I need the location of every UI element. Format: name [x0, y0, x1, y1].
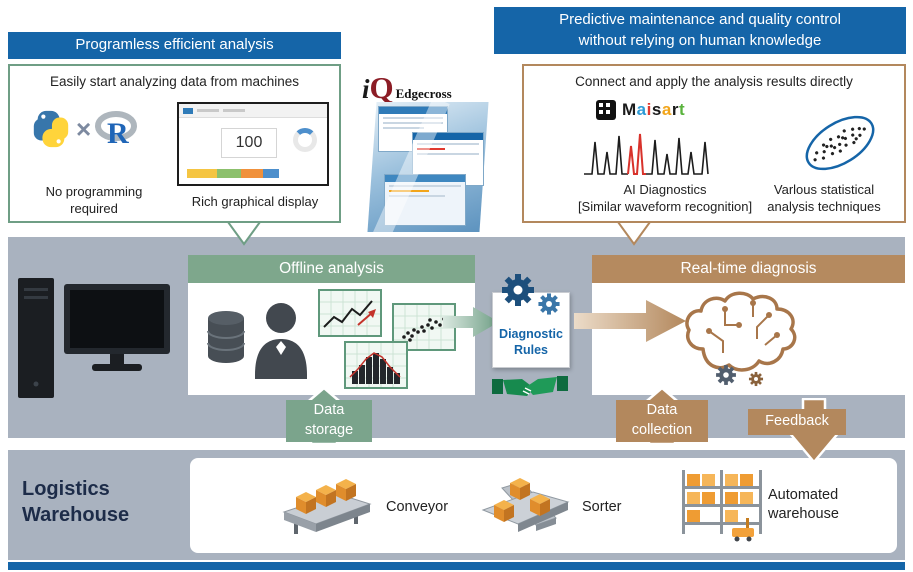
connector-right-icon: [616, 221, 652, 246]
footer-bar: [8, 562, 905, 570]
logistics-warehouse-title: Logistics Warehouse: [22, 478, 130, 526]
gear-brown-icon: [748, 371, 764, 387]
desktop-pc-icon: [18, 278, 170, 398]
maisart-mark-icon: [596, 100, 616, 120]
header-programless: Programless efficient analysis: [8, 32, 341, 59]
realtime-diagnosis-header: Real-time diagnosis: [592, 255, 905, 283]
database-icon: [207, 311, 245, 363]
connect-results-title: Connect and apply the analysis results d…: [575, 74, 853, 89]
sorter-label: Sorter: [582, 499, 622, 515]
automated-warehouse-icon: [682, 470, 762, 542]
offline-analysis-panel: Offline analysis: [188, 255, 475, 395]
gear-dark-icon: [716, 365, 736, 385]
caption-no-programming: No programming required: [45, 184, 143, 216]
analyst-person-icon: [255, 303, 307, 379]
dashboard-screenshot: 100: [177, 102, 329, 186]
edgecross-collage-image: [367, 96, 489, 242]
panel-easy-analysis: Easily start analyzing data from machine…: [8, 64, 341, 223]
arrow-rules-to-realtime-icon: [574, 300, 686, 342]
times-icon: ×: [76, 113, 92, 144]
bottom-band: Logistics Warehouse Conveyor: [8, 450, 905, 560]
histogram-chart-icon: [344, 341, 408, 389]
caption-rich-graphical: Rich graphical display: [191, 194, 319, 209]
r-logo-icon: R: [95, 111, 138, 150]
diagnostic-rules-doc: Diagnostic Rules: [492, 292, 570, 368]
dashboard-gauge-icon: [293, 128, 317, 152]
r-letter: R: [107, 117, 129, 150]
feedback-label: Feedback: [748, 409, 846, 435]
diagnostic-rules-label: Diagnostic Rules: [499, 327, 563, 357]
maisart-logo: Maisart: [596, 100, 685, 120]
connector-left-icon: [226, 221, 262, 246]
automated-warehouse-label: Automated warehouse: [768, 487, 839, 522]
header-programless-text: Programless efficient analysis: [75, 36, 274, 54]
arrow-offline-to-rules-icon: [443, 307, 499, 337]
conveyor-label: Conveyor: [386, 499, 449, 515]
caption-statistical: Varlous statistical analysis techniques: [767, 182, 881, 214]
dashboard-value: 100: [221, 128, 277, 158]
conveyor-icon: [282, 479, 372, 534]
offline-analysis-header: Offline analysis: [188, 255, 475, 283]
scatter-ellipse-icon: [805, 115, 875, 171]
dashboard-stacked-bar: [187, 169, 279, 178]
easy-analysis-title: Easily start analyzing data from machine…: [49, 74, 300, 89]
python-x-r-logos: × R: [30, 108, 139, 150]
realtime-diagnosis-body: [592, 283, 905, 395]
warehouse-equipment-panel: Conveyor Sorter: [190, 458, 897, 553]
panel-connect-results: Connect and apply the analysis results d…: [522, 64, 906, 223]
waveform-icon: [584, 133, 709, 175]
handshake-icon: [492, 376, 568, 396]
dashboard-header: [179, 104, 327, 118]
maisart-wordmark: Maisart: [622, 100, 686, 119]
header-predictive: Predictive maintenance and quality contr…: [494, 7, 906, 54]
realtime-diagnosis-panel: Real-time diagnosis: [592, 255, 905, 395]
ai-brain-icon: [685, 291, 797, 387]
caption-ai-diagnostics: AI Diagnostics [Similar waveform recogni…: [577, 182, 753, 214]
sorter-icon: [481, 478, 570, 532]
offline-analysis-body: [188, 283, 475, 395]
rules-gears-icon: [502, 274, 560, 315]
python-icon: [33, 110, 69, 148]
trend-chart-icon: [318, 289, 382, 337]
